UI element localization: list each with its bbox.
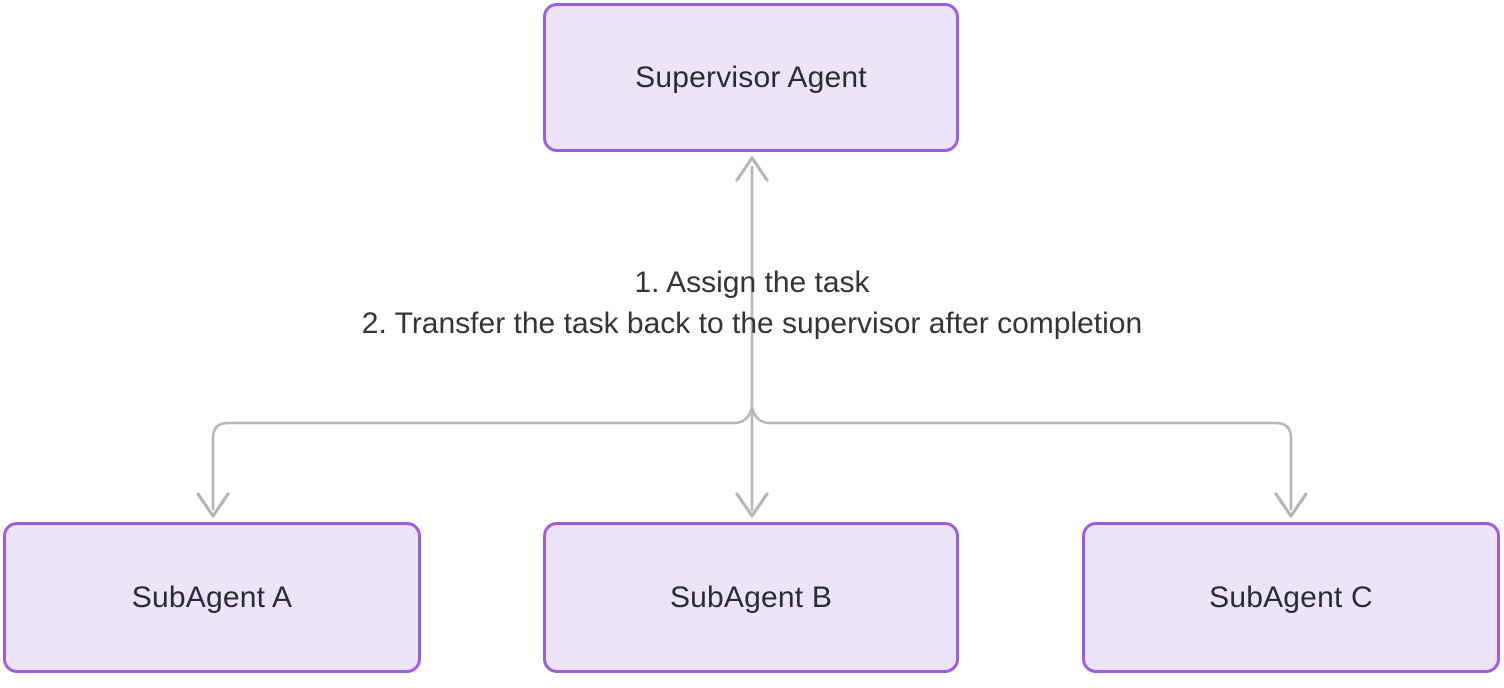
node-supervisor-agent: Supervisor Agent	[543, 3, 959, 152]
arrowhead-down-center-icon	[735, 492, 769, 518]
node-subagent-c-label: SubAgent C	[1209, 580, 1373, 614]
node-subagent-c: SubAgent C	[1082, 522, 1500, 673]
node-subagent-a-label: SubAgent A	[131, 580, 293, 614]
edge-left-branch-line	[211, 404, 754, 511]
edge-label-line-2: 2. Transfer the task back to the supervi…	[361, 307, 1143, 340]
connector-group	[196, 156, 1308, 518]
edge-label: 1. Assign the task 2. Transfer the task …	[152, 262, 1352, 344]
edge-label-line-1: 1. Assign the task	[634, 266, 870, 299]
edge-right-branch-line	[750, 404, 1293, 511]
arrowhead-down-left-icon	[196, 492, 230, 518]
node-subagent-a: SubAgent A	[3, 522, 421, 673]
node-subagent-b: SubAgent B	[543, 522, 959, 673]
arrowhead-up-icon	[735, 156, 769, 182]
node-subagent-b-label: SubAgent B	[669, 580, 833, 614]
node-supervisor-agent-label: Supervisor Agent	[635, 60, 867, 94]
arrowhead-down-right-icon	[1274, 492, 1308, 518]
